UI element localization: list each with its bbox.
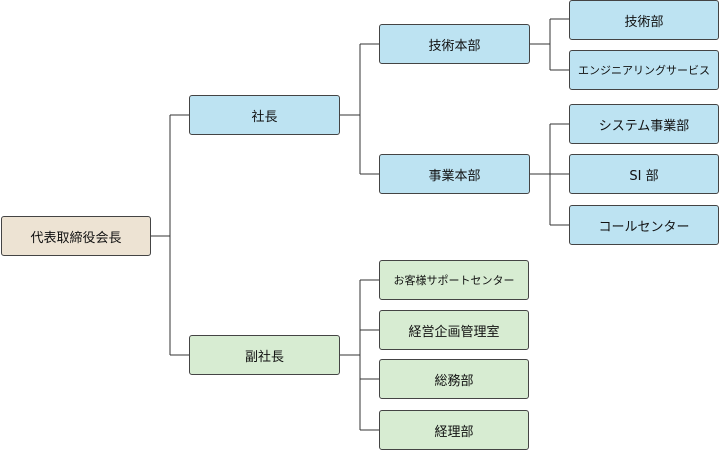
node-tech-division: 技術本部 <box>379 24 530 64</box>
node-label: 副社長 <box>244 349 284 365</box>
node-president: 社長 <box>189 95 340 135</box>
node-business-division: 事業本部 <box>379 154 530 194</box>
node-label: 社長 <box>251 109 278 125</box>
node-label: 経営企画管理室 <box>408 324 500 340</box>
node-si-dept: SI 部 <box>569 154 719 194</box>
node-engineering-service: エンジニアリングサービス <box>569 50 719 90</box>
node-label: お客様サポートセンター <box>393 274 515 287</box>
node-accounting-dept: 経理部 <box>379 410 529 450</box>
node-label: システム事業部 <box>598 118 690 134</box>
node-tech-dept: 技術部 <box>569 0 719 40</box>
node-system-business-dept: システム事業部 <box>569 104 719 144</box>
node-general-affairs-dept: 総務部 <box>379 359 529 399</box>
node-management-planning-office: 経営企画管理室 <box>379 310 529 350</box>
node-chairman: 代表取締役会長 <box>1 216 151 256</box>
node-label: エンジニアリングサービス <box>578 64 710 77</box>
node-label: コールセンター <box>598 219 690 235</box>
node-label: 代表取締役会長 <box>30 230 122 246</box>
node-call-center: コールセンター <box>569 205 719 245</box>
node-label: 技術本部 <box>428 38 481 54</box>
node-vice-president: 副社長 <box>189 335 340 375</box>
node-label: 事業本部 <box>428 168 481 184</box>
node-label: 技術部 <box>624 14 664 30</box>
node-label: 経理部 <box>434 424 474 440</box>
node-customer-support-center: お客様サポートセンター <box>379 260 529 300</box>
node-label: 総務部 <box>434 373 474 389</box>
node-label: SI 部 <box>629 168 659 184</box>
